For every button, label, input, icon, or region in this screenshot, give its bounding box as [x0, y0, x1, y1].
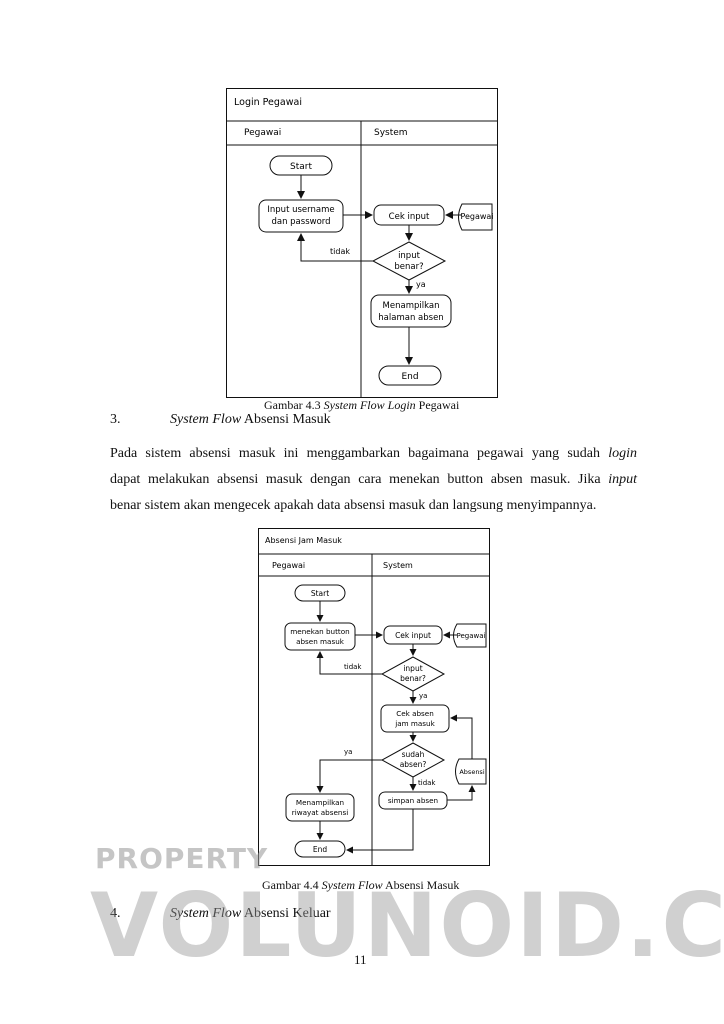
page-number: 11 [354, 952, 367, 967]
fig1-show-line2: halaman absen [378, 313, 443, 323]
fig1-cek-input-label: Cek input [389, 212, 430, 222]
section-3-paragraph: Pada sistem absensi masuk ini menggambar… [110, 446, 637, 513]
fig2-cek-absen-line1: Cek absen [396, 709, 434, 718]
fig1-pegawai-db-label: Pegawai [460, 212, 493, 221]
fig2-show-line1: Menampilkan [296, 798, 344, 807]
fig2-decision2-line1: sudah [402, 750, 425, 759]
fig2-cek-input-label: Cek input [395, 631, 431, 640]
fig2-no2-label: tidak [418, 779, 436, 787]
flowchart-login-pegawai: Login Pegawai Pegawai System Start Input… [226, 88, 498, 398]
fig1-lane-system: System [374, 128, 408, 138]
fig1-decision-line2: benar? [394, 262, 423, 272]
fig2-cek-absen-process [380, 704, 450, 733]
fig1-no-label: tidak [330, 247, 350, 256]
section-3-heading: 3.System Flow Absensi Masuk [110, 412, 331, 427]
flowchart-absensi-jam-masuk: Absensi Jam Masuk Pegawai System Start m… [258, 528, 490, 866]
fig2-end-terminator [294, 840, 346, 858]
fig2-end-label: End [313, 845, 327, 854]
fig2-pegawai-db-label: Pegawai [457, 632, 486, 640]
fig2-no1-label: tidak [344, 663, 362, 671]
fig2-lane-pegawai: Pegawai [272, 561, 305, 570]
figure2-caption: Gambar 4.4 System Flow Absensi Masuk [262, 878, 460, 892]
watermark-volunoid: VOLUNOID.COM [90, 874, 724, 977]
fig1-input-process [258, 199, 344, 233]
fig2-press-button-process [284, 622, 356, 651]
fig2-show-line2: riwayat absensi [292, 808, 348, 817]
fig2-pegawai-database [453, 623, 487, 648]
figure1-caption: Gambar 4.3 System Flow Login Pegawai [264, 398, 460, 412]
fig1-yes-label: ya [416, 280, 426, 289]
fig1-show-line1: Menampilkan [383, 301, 440, 311]
fig1-decision-line1: input [398, 251, 421, 261]
fig2-decision1-line2: benar? [400, 674, 426, 683]
fig1-end-terminator [378, 365, 442, 386]
fig2-simpan-label: simpan absen [388, 796, 438, 805]
fig2-press-line2: absen masuk [296, 637, 345, 646]
fig1-pegawai-database [458, 203, 493, 231]
fig2-lane-system: System [383, 561, 413, 570]
fig2-absensi-db-label: Absensi [459, 768, 484, 776]
fig2-decision2-line2: absen? [400, 760, 427, 769]
fig2-start-label: Start [311, 589, 329, 598]
fig1-lane-pegawai: Pegawai [244, 128, 281, 138]
fig1-title: Login Pegawai [234, 97, 302, 108]
fig2-press-line1: menekan button [290, 627, 349, 636]
fig1-end-label: End [401, 372, 418, 382]
fig1-input-line1: Input username [267, 205, 334, 215]
fig2-yes2-label: ya [344, 748, 352, 756]
fig1-input-line2: dan password [271, 217, 330, 227]
fig2-cek-absen-line2: jam masuk [394, 719, 435, 728]
fig1-show-process [370, 294, 452, 328]
fig2-yes1-label: ya [419, 692, 427, 700]
watermark-property: PROPERTY [95, 842, 269, 875]
fig2-title: Absensi Jam Masuk [265, 536, 342, 545]
section-4-heading: 4.System Flow Absensi Keluar [110, 906, 331, 921]
fig1-start-label: Start [290, 162, 312, 172]
fig2-absensi-database [455, 758, 487, 785]
fig2-decision1-line1: input [403, 664, 422, 673]
